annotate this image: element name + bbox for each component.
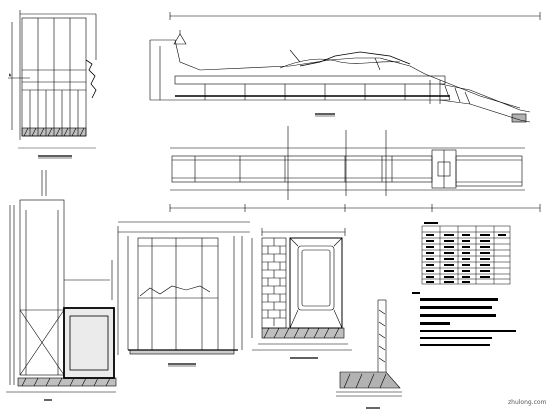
notes-block bbox=[412, 292, 516, 346]
left-elevation-top-view: 1 bbox=[8, 10, 97, 159]
wall-footing-detail-view bbox=[336, 299, 402, 409]
table-cell-marks bbox=[424, 222, 506, 283]
watermark-text: zhulong.com bbox=[508, 399, 547, 406]
plan-view bbox=[169, 126, 541, 212]
svg-text:1: 1 bbox=[9, 73, 11, 77]
material-table bbox=[421, 222, 511, 285]
box-section-view bbox=[251, 228, 352, 359]
culvert-section-view bbox=[117, 221, 250, 367]
long-profile-view bbox=[149, 12, 541, 123]
left-section-view bbox=[6, 170, 117, 401]
